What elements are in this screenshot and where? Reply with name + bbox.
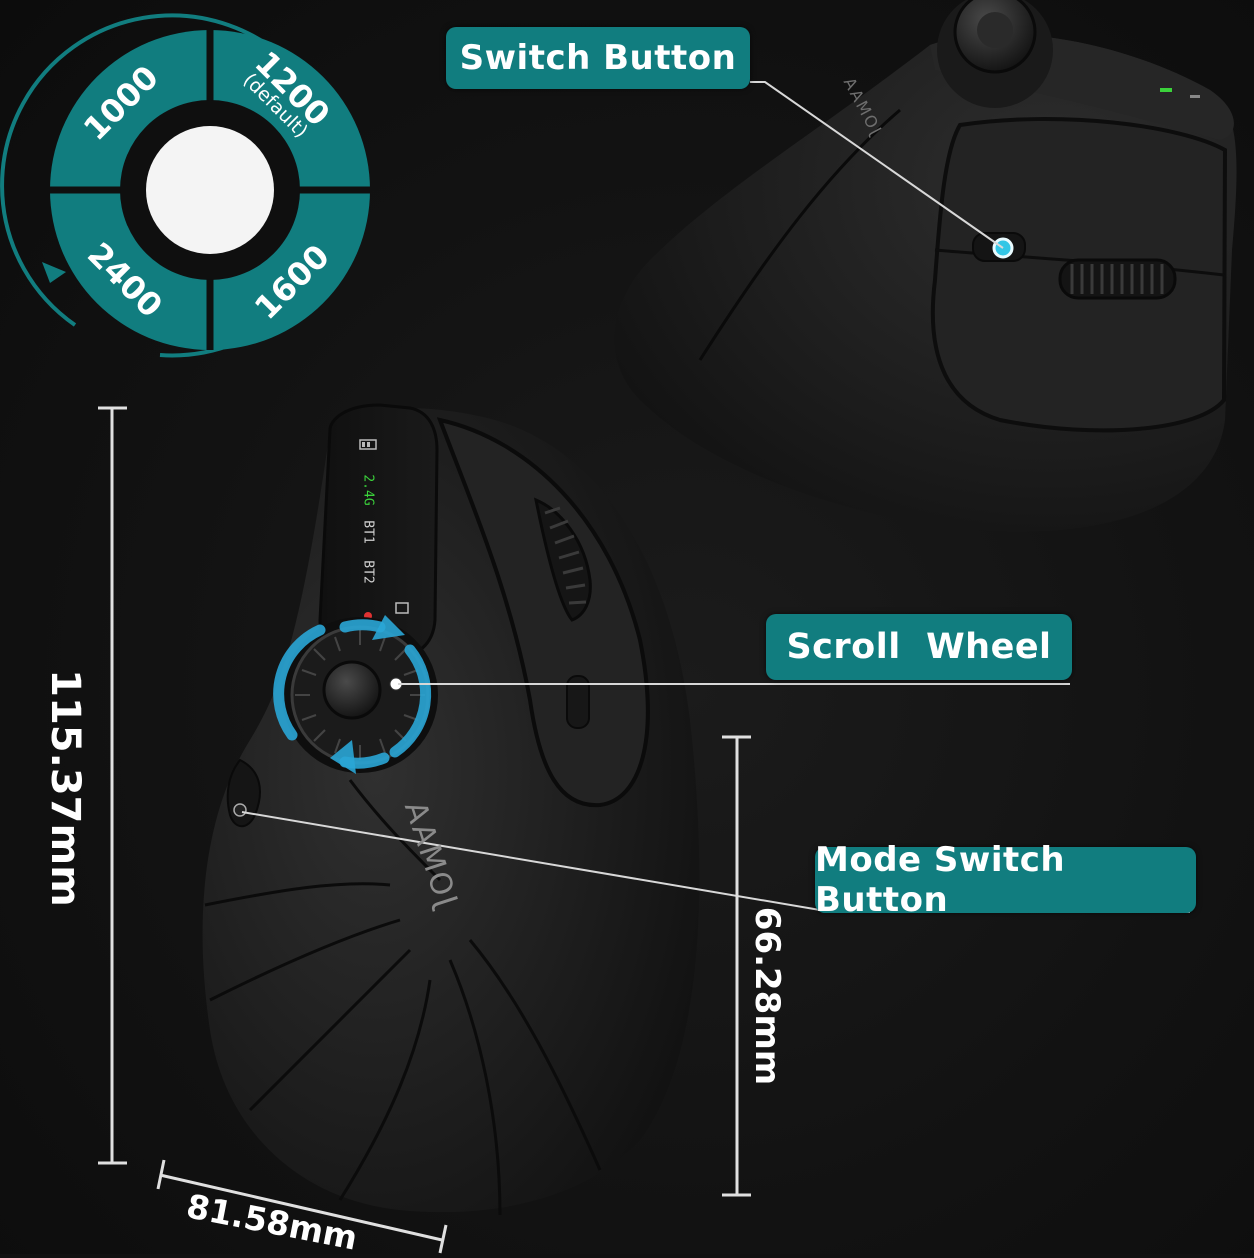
mode-switch-button-callout: Mode Switch Button	[815, 840, 1196, 920]
dpi-center-icon	[146, 126, 274, 254]
dpi-arrow-head-icon	[42, 262, 66, 283]
dimension-lines	[98, 406, 751, 1254]
thumb-knob-icon	[322, 660, 382, 720]
height-dimension-label: 115.37mm	[42, 669, 88, 907]
depth-dimension-label: 66.28mm	[747, 906, 787, 1086]
mode-2-4g-label: 2.4G	[360, 474, 376, 506]
mode-bt1-label: BT1	[360, 520, 376, 544]
front-scroll-wheel	[533, 497, 592, 622]
switch-button-callout: Switch Button	[446, 27, 750, 89]
dpi-dial	[0, 13, 370, 358]
mouse-side-view	[614, 0, 1237, 532]
mode-bt2-label: BT2	[360, 560, 376, 584]
battery-icon	[359, 439, 377, 450]
side-scroll-wheel	[1058, 258, 1177, 300]
monitor-icon	[395, 602, 409, 614]
scroll-wheel-callout: Scroll Wheel	[766, 614, 1072, 680]
mouse-front-view	[202, 403, 700, 1216]
